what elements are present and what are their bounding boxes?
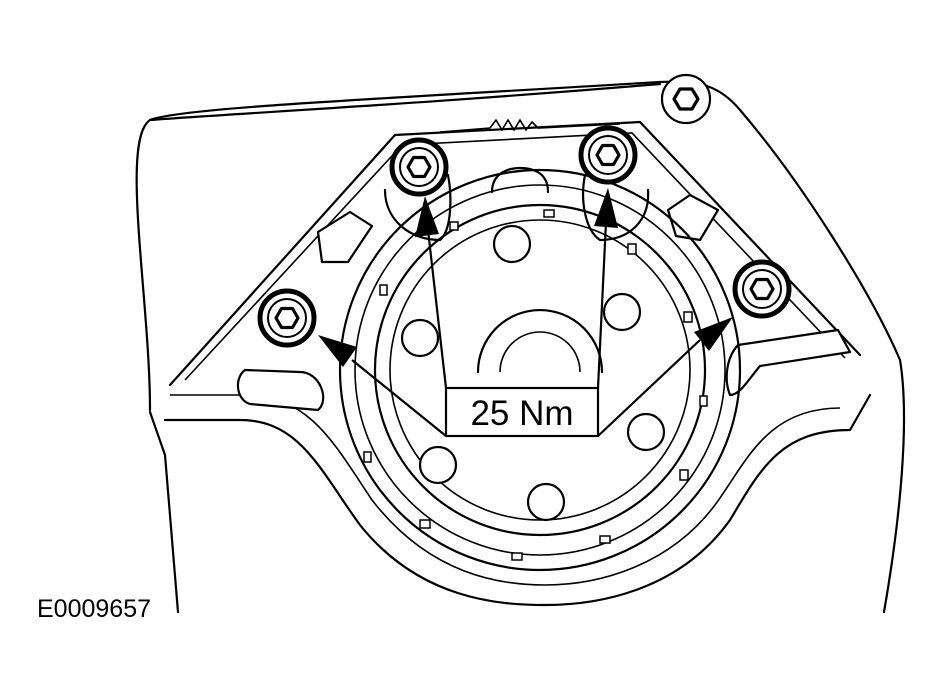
figure-id: E0009657: [37, 595, 151, 623]
cover-lower-contour: [163, 393, 872, 607]
seal-slots: [363, 209, 708, 561]
boss-right: [582, 173, 650, 242]
housing-top-edge: [148, 82, 662, 122]
bolt-top-left: [389, 137, 449, 197]
torque-leader-lines: [351, 221, 701, 437]
arrowhead-left: [318, 335, 357, 367]
housing-left-lower: [148, 410, 180, 614]
bolt-top-right: [578, 125, 638, 185]
boss-center: [490, 166, 550, 194]
right-block: [666, 193, 720, 242]
boss-left: [383, 173, 452, 242]
hub-center-arc: [476, 308, 604, 374]
arrowhead-right: [694, 317, 733, 351]
serration: [439, 118, 621, 133]
seal-carrier-plate: [168, 120, 862, 387]
torque-label: 25 Nm: [470, 394, 573, 433]
right-lug: [725, 328, 852, 397]
torque-label-box: [444, 386, 600, 438]
bolt-left: [257, 288, 317, 348]
arrowhead-top-right: [594, 188, 618, 228]
bolt-right: [732, 259, 792, 319]
seal-carrier-inner: [184, 132, 846, 381]
crankshaft-seal: [338, 168, 742, 572]
hub-holes: [400, 224, 666, 522]
left-block: [316, 210, 374, 264]
arrowhead-top-left: [415, 196, 439, 237]
cover-lower-contour-2: [170, 394, 841, 586]
left-lug: [236, 368, 325, 412]
plug-bolt: [660, 73, 712, 125]
hub-center-arc-inner: [499, 331, 581, 373]
